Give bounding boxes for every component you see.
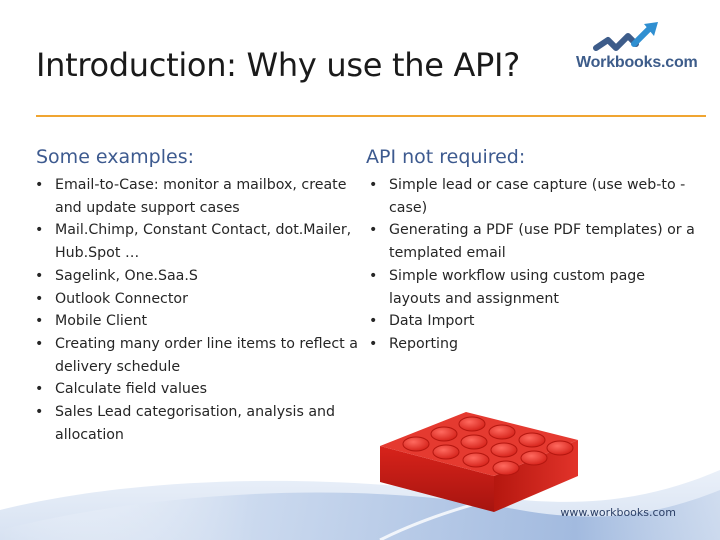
logo-text: Workbooks.com [576,54,698,71]
workbooks-logo: Workbooks.com [574,18,698,80]
lego-brick-icon [380,412,578,512]
list-item: Sagelink, One.Saa.S [34,265,366,288]
title-divider [36,115,706,117]
background-swoosh [0,458,720,540]
list-item: Simple lead or case capture (use web-to … [368,174,698,219]
left-bullet-list: Email-to-Case: monitor a mailbox, create… [34,174,366,446]
footer-url: www.workbooks.com [560,506,676,519]
list-item: Mail.Chimp, Constant Contact, dot.Mailer… [34,219,366,264]
workbooks-logo-icon [593,22,658,51]
list-item: Sales Lead categorisation, analysis and … [34,401,366,446]
list-item: Email-to-Case: monitor a mailbox, create… [34,174,366,219]
list-item: Calculate field values [34,378,366,401]
right-bullet-list: Simple lead or case capture (use web-to … [368,174,698,356]
slide-title: Introduction: Why use the API? [36,46,520,84]
left-column-heading: Some examples: [36,146,195,168]
list-item: Reporting [368,333,698,356]
list-item: Generating a PDF (use PDF templates) or … [368,219,698,264]
list-item: Data Import [368,310,698,333]
list-item: Creating many order line items to reflec… [34,333,366,378]
right-column-heading: API not required: [366,146,526,168]
list-item: Simple workflow using custom page layout… [368,265,698,310]
list-item: Outlook Connector [34,288,366,311]
list-item: Mobile Client [34,310,366,333]
